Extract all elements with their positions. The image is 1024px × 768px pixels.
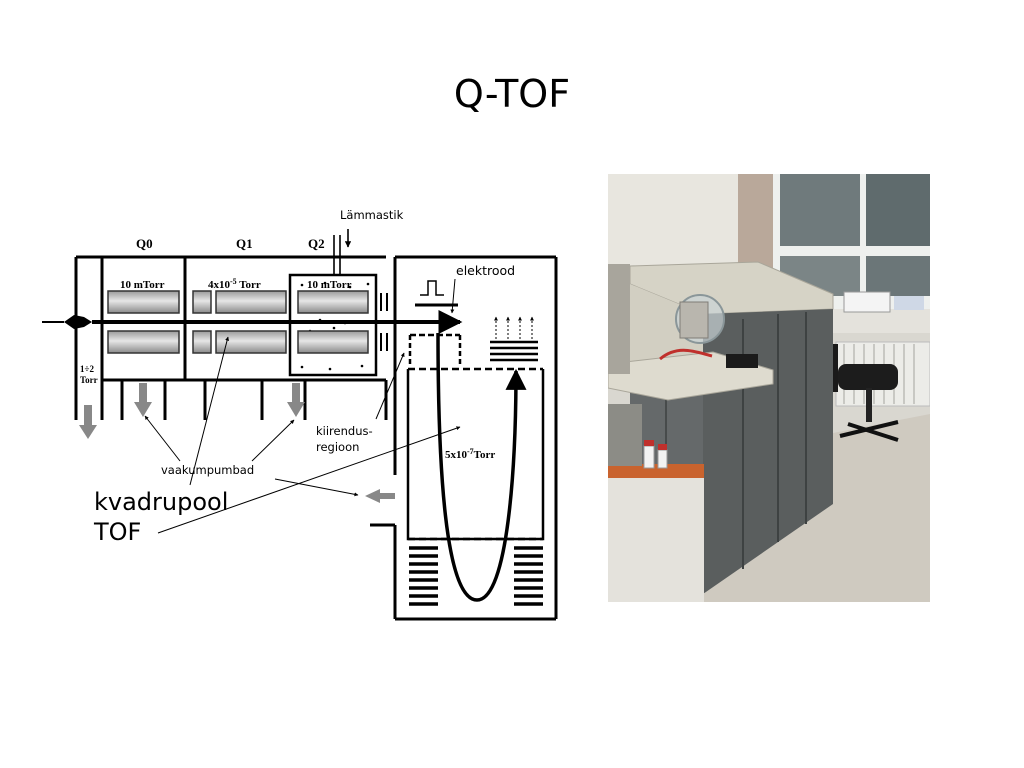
pulse-symbol	[420, 280, 444, 296]
exit-lenses	[380, 293, 388, 351]
tof-housing	[370, 255, 558, 621]
annotation-pointers	[144, 278, 461, 534]
reflectron-right	[514, 546, 543, 606]
gas-inlet-tube	[333, 229, 352, 275]
ion-source-nozzle	[54, 315, 92, 329]
label-q1: Q1	[236, 236, 253, 251]
label-quadrupole: kvadrupool	[94, 488, 228, 516]
label-accel-2: regioon	[316, 440, 359, 454]
pressure-q1: 4x10-5 Torr	[208, 277, 261, 291]
label-tof: TOF	[93, 518, 141, 546]
office-chair	[830, 344, 899, 442]
pressure-tof: 5x10-7Torr	[445, 447, 495, 461]
label-q2: Q2	[308, 236, 325, 251]
label-accel-1: kiirendus-	[316, 424, 373, 438]
quadrupole-rods	[107, 290, 369, 354]
instrument-photo	[608, 174, 930, 602]
pump-arrows	[79, 383, 395, 503]
pressure-q2: 10 mTorr	[307, 279, 352, 291]
accelerator-region	[408, 333, 462, 367]
label-gas: Lämmastik	[340, 208, 404, 222]
pressure-source-bottom: Torr	[80, 375, 98, 385]
detector-arrows	[494, 316, 534, 339]
detector-stack	[490, 340, 538, 362]
pressure-source-top: 1÷2	[80, 364, 94, 374]
pressure-q0: 10 mTorr	[120, 279, 165, 291]
reflectron-left	[409, 546, 438, 606]
ion-flight-path	[436, 332, 527, 602]
slide-title: Q-TOF	[453, 72, 571, 116]
label-electrode: elektrood	[456, 263, 515, 278]
label-pumps: vaakumpumbad	[161, 463, 254, 477]
label-q0: Q0	[136, 236, 153, 251]
qtof-schematic: Q0 Q1 Q2 10 mTorr 4x10-5 Torr 10 mTorr 1…	[42, 208, 558, 621]
q2-collision-cell	[288, 273, 378, 377]
